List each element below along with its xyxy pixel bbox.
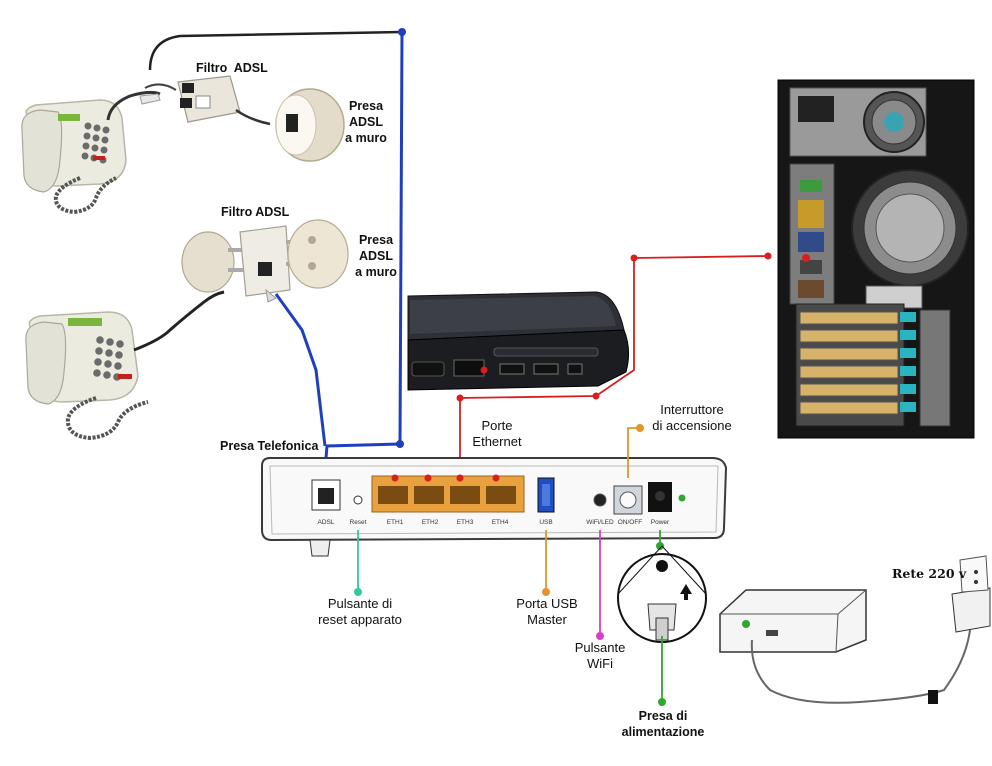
telephone-top xyxy=(21,90,161,215)
desktop-tower xyxy=(777,79,975,439)
port-label-on-off: ON/OFF xyxy=(618,519,643,526)
telephone-bottom xyxy=(25,290,225,441)
port-label-power: Power xyxy=(651,519,670,526)
label-filtro-adsl-mid: Filtro ADSL xyxy=(221,205,290,219)
label-presa-alimentazione: Presa di alimentazione xyxy=(621,709,705,739)
adsl-filter-middle xyxy=(181,219,349,303)
usb-leader xyxy=(542,530,550,596)
router-back-panel: ADSL Reset ETH1 ETH2 ETH3 ETH4 USB WiFi/… xyxy=(261,457,728,557)
power-adapter xyxy=(719,555,991,704)
label-rete: Rete 220 v xyxy=(892,566,967,581)
port-label-eth4: ETH4 xyxy=(492,519,509,526)
reset-leader xyxy=(354,530,362,596)
adsl-filter-top xyxy=(139,30,403,126)
port-label-eth3: ETH3 xyxy=(457,519,474,526)
label-pulsante-wifi: Pulsante WiFi xyxy=(574,640,626,671)
port-label-usb: USB xyxy=(539,519,552,526)
label-filtro-adsl-top: Filtro ADSL xyxy=(196,61,268,75)
label-presa-adsl-top: Presa ADSL a muro xyxy=(345,99,387,145)
switch-leader xyxy=(627,424,644,478)
wifi-leader xyxy=(596,530,604,640)
label-presa-adsl-mid: Presa ADSL a muro xyxy=(355,233,397,279)
port-label-eth1: ETH1 xyxy=(387,519,404,526)
power-zoom xyxy=(617,530,707,706)
label-interruttore: Interruttore di accensione xyxy=(652,402,732,433)
port-label-adsl: ADSL xyxy=(318,519,335,526)
adsl-wall-socket-top xyxy=(275,88,345,162)
label-presa-telefonica: Presa Telefonica xyxy=(220,439,319,453)
ethernet-cable xyxy=(459,255,769,476)
port-label-wifi-led: WiFi/LED xyxy=(586,519,614,526)
port-label-reset: Reset xyxy=(350,519,367,526)
label-porta-usb: Porta USB Master xyxy=(516,596,578,627)
label-pulsante-reset: Pulsante di reset apparato xyxy=(318,596,402,627)
port-label-eth2: ETH2 xyxy=(422,519,439,526)
label-porte-ethernet: Porte Ethernet xyxy=(472,418,522,449)
laptop xyxy=(407,291,630,391)
